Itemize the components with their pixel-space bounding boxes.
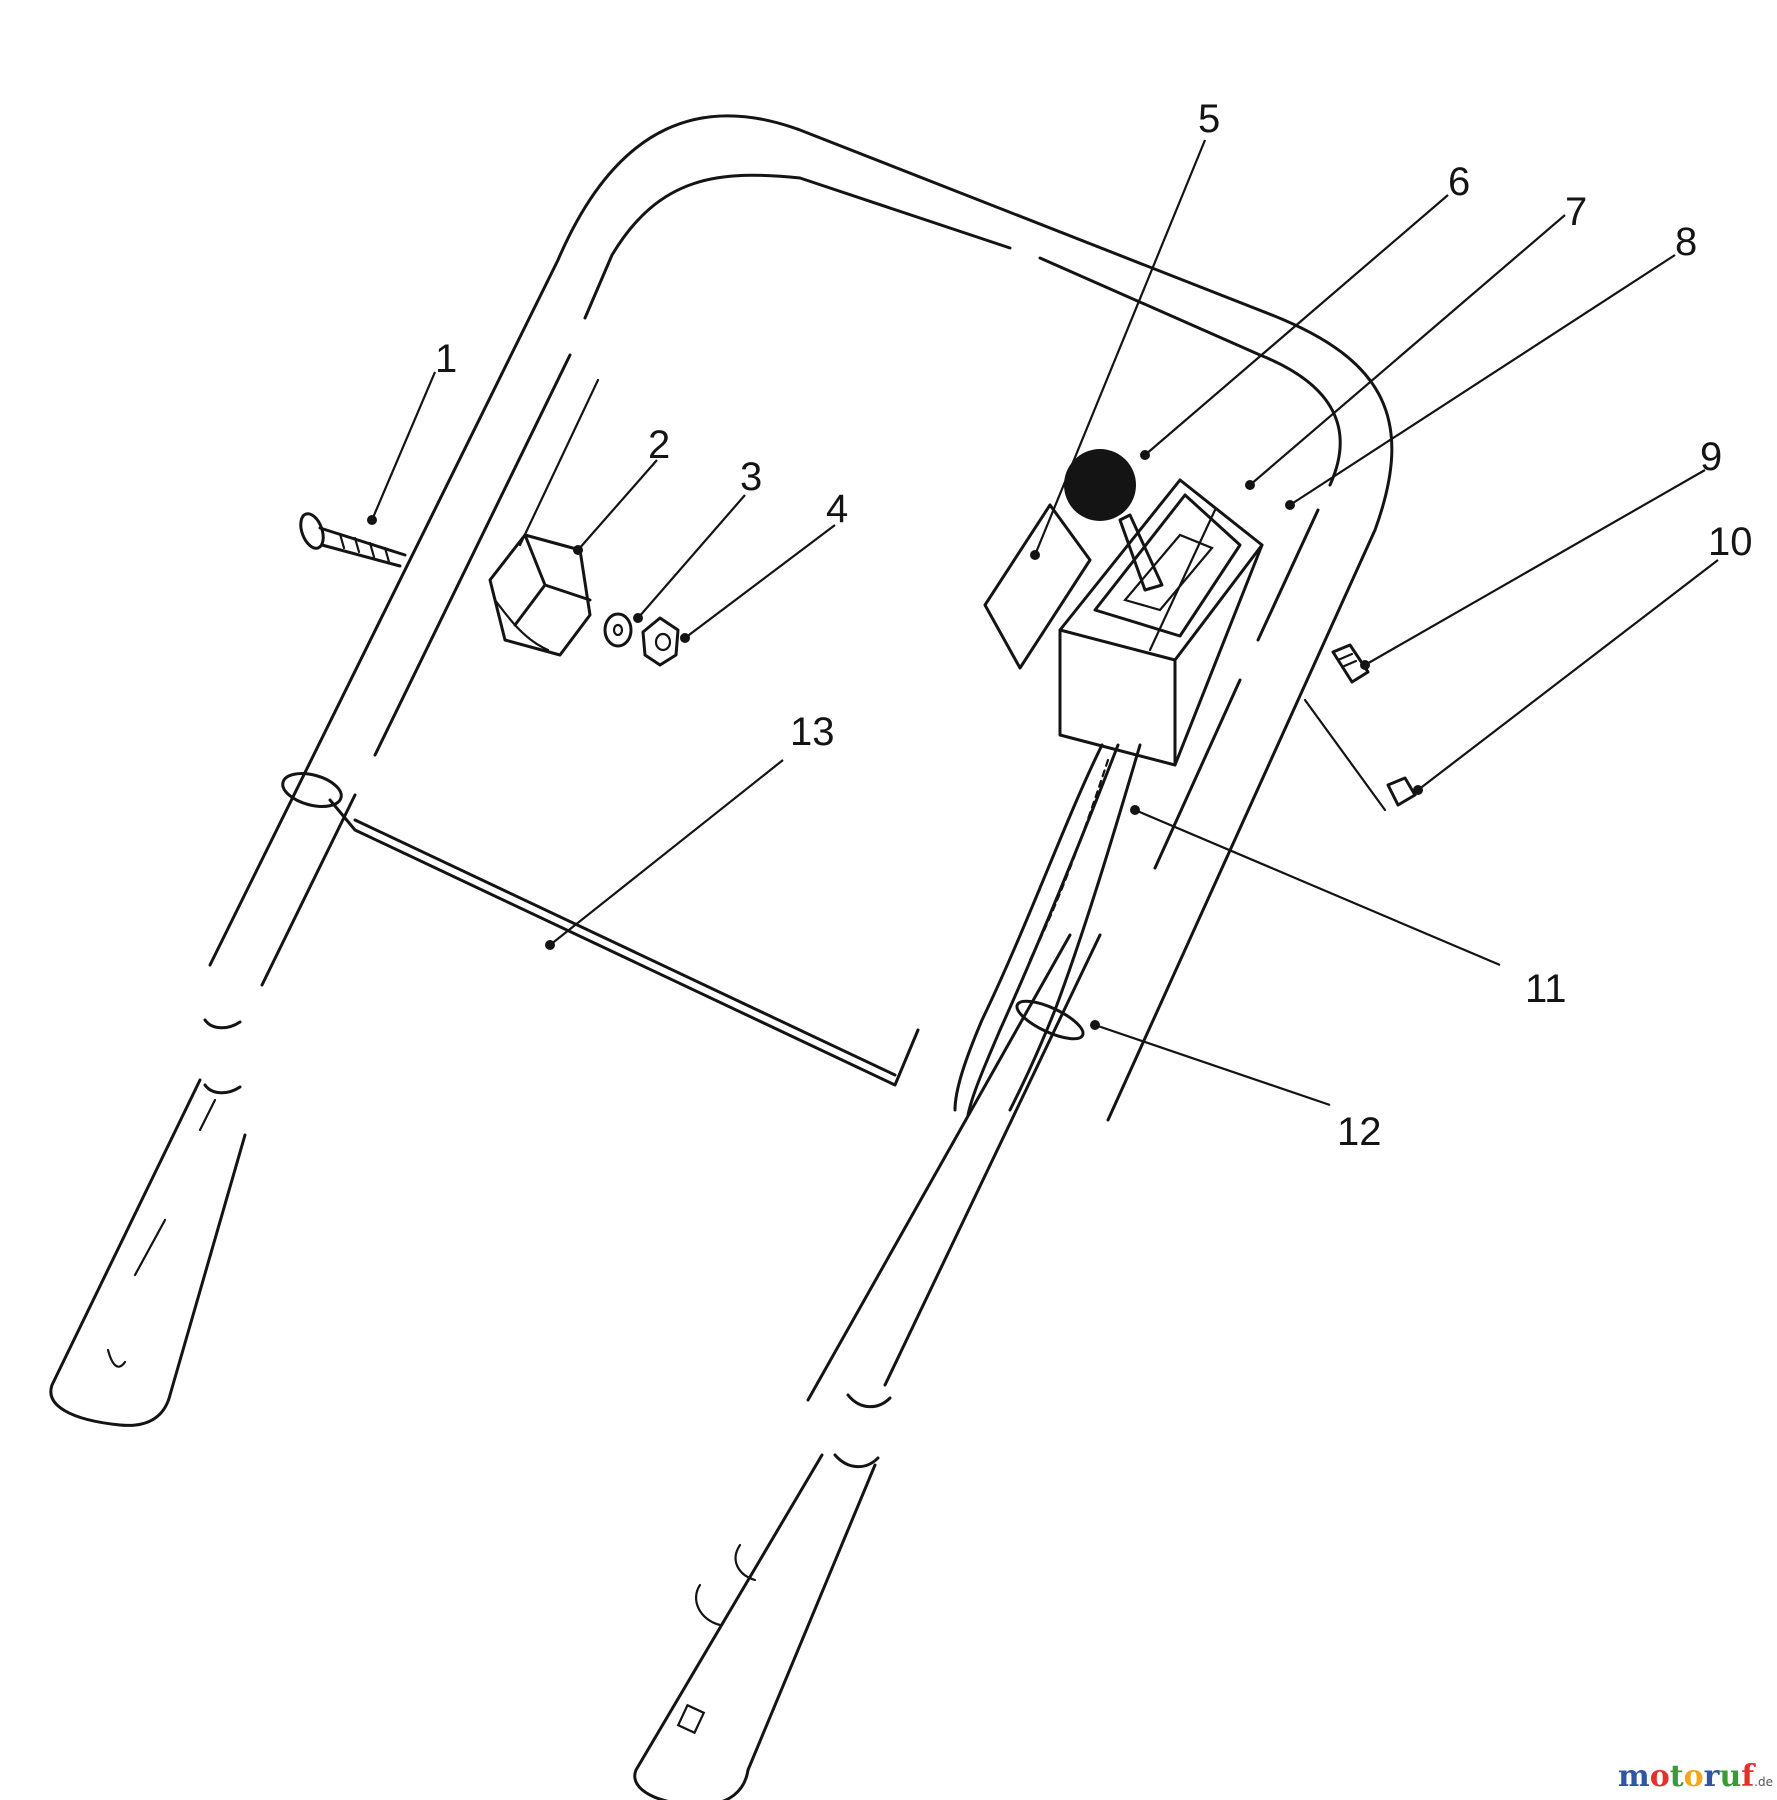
mount-screws [1303,643,1417,812]
throttle-knob [1064,449,1136,521]
svg-text:motoruf.de: motoruf.de [1618,1759,1773,1794]
watermark-letter-r: r [1704,1759,1721,1794]
spring-rod [281,772,920,1087]
switch-hardware [299,512,680,667]
watermark-letter-o1: o [1650,1759,1670,1794]
callout-7: 7 [1565,190,1587,234]
control-cable [953,743,1142,1117]
watermark-letter-f: f [1741,1759,1756,1794]
callout-1: 1 [435,337,457,381]
callout-leaders [367,139,1719,1107]
callout-8: 8 [1675,220,1697,264]
watermark-letter-m: m [1618,1759,1650,1794]
callout-9: 9 [1700,435,1722,479]
callout-13: 13 [790,710,835,754]
callout-11: 11 [1525,967,1567,1011]
callout-10: 10 [1708,520,1753,564]
callout-3: 3 [740,455,762,499]
watermark-letter-u: u [1719,1759,1741,1794]
callout-2: 2 [648,423,670,467]
callout-5: 5 [1198,97,1220,141]
watermark-suffix: .de [1754,1775,1773,1789]
watermark-letter-o2: o [1684,1759,1704,1794]
callout-6: 6 [1448,160,1470,204]
watermark-letter-t: t [1670,1759,1684,1794]
callout-4: 4 [826,487,848,531]
watermark-logo: motoruf.de [1618,1759,1773,1794]
callout-12: 12 [1337,1110,1382,1154]
callout-labels: 1 2 3 4 5 6 7 8 9 10 11 12 13 [435,97,1753,1154]
throttle-control-box [983,449,1264,767]
handle [49,114,1394,1800]
